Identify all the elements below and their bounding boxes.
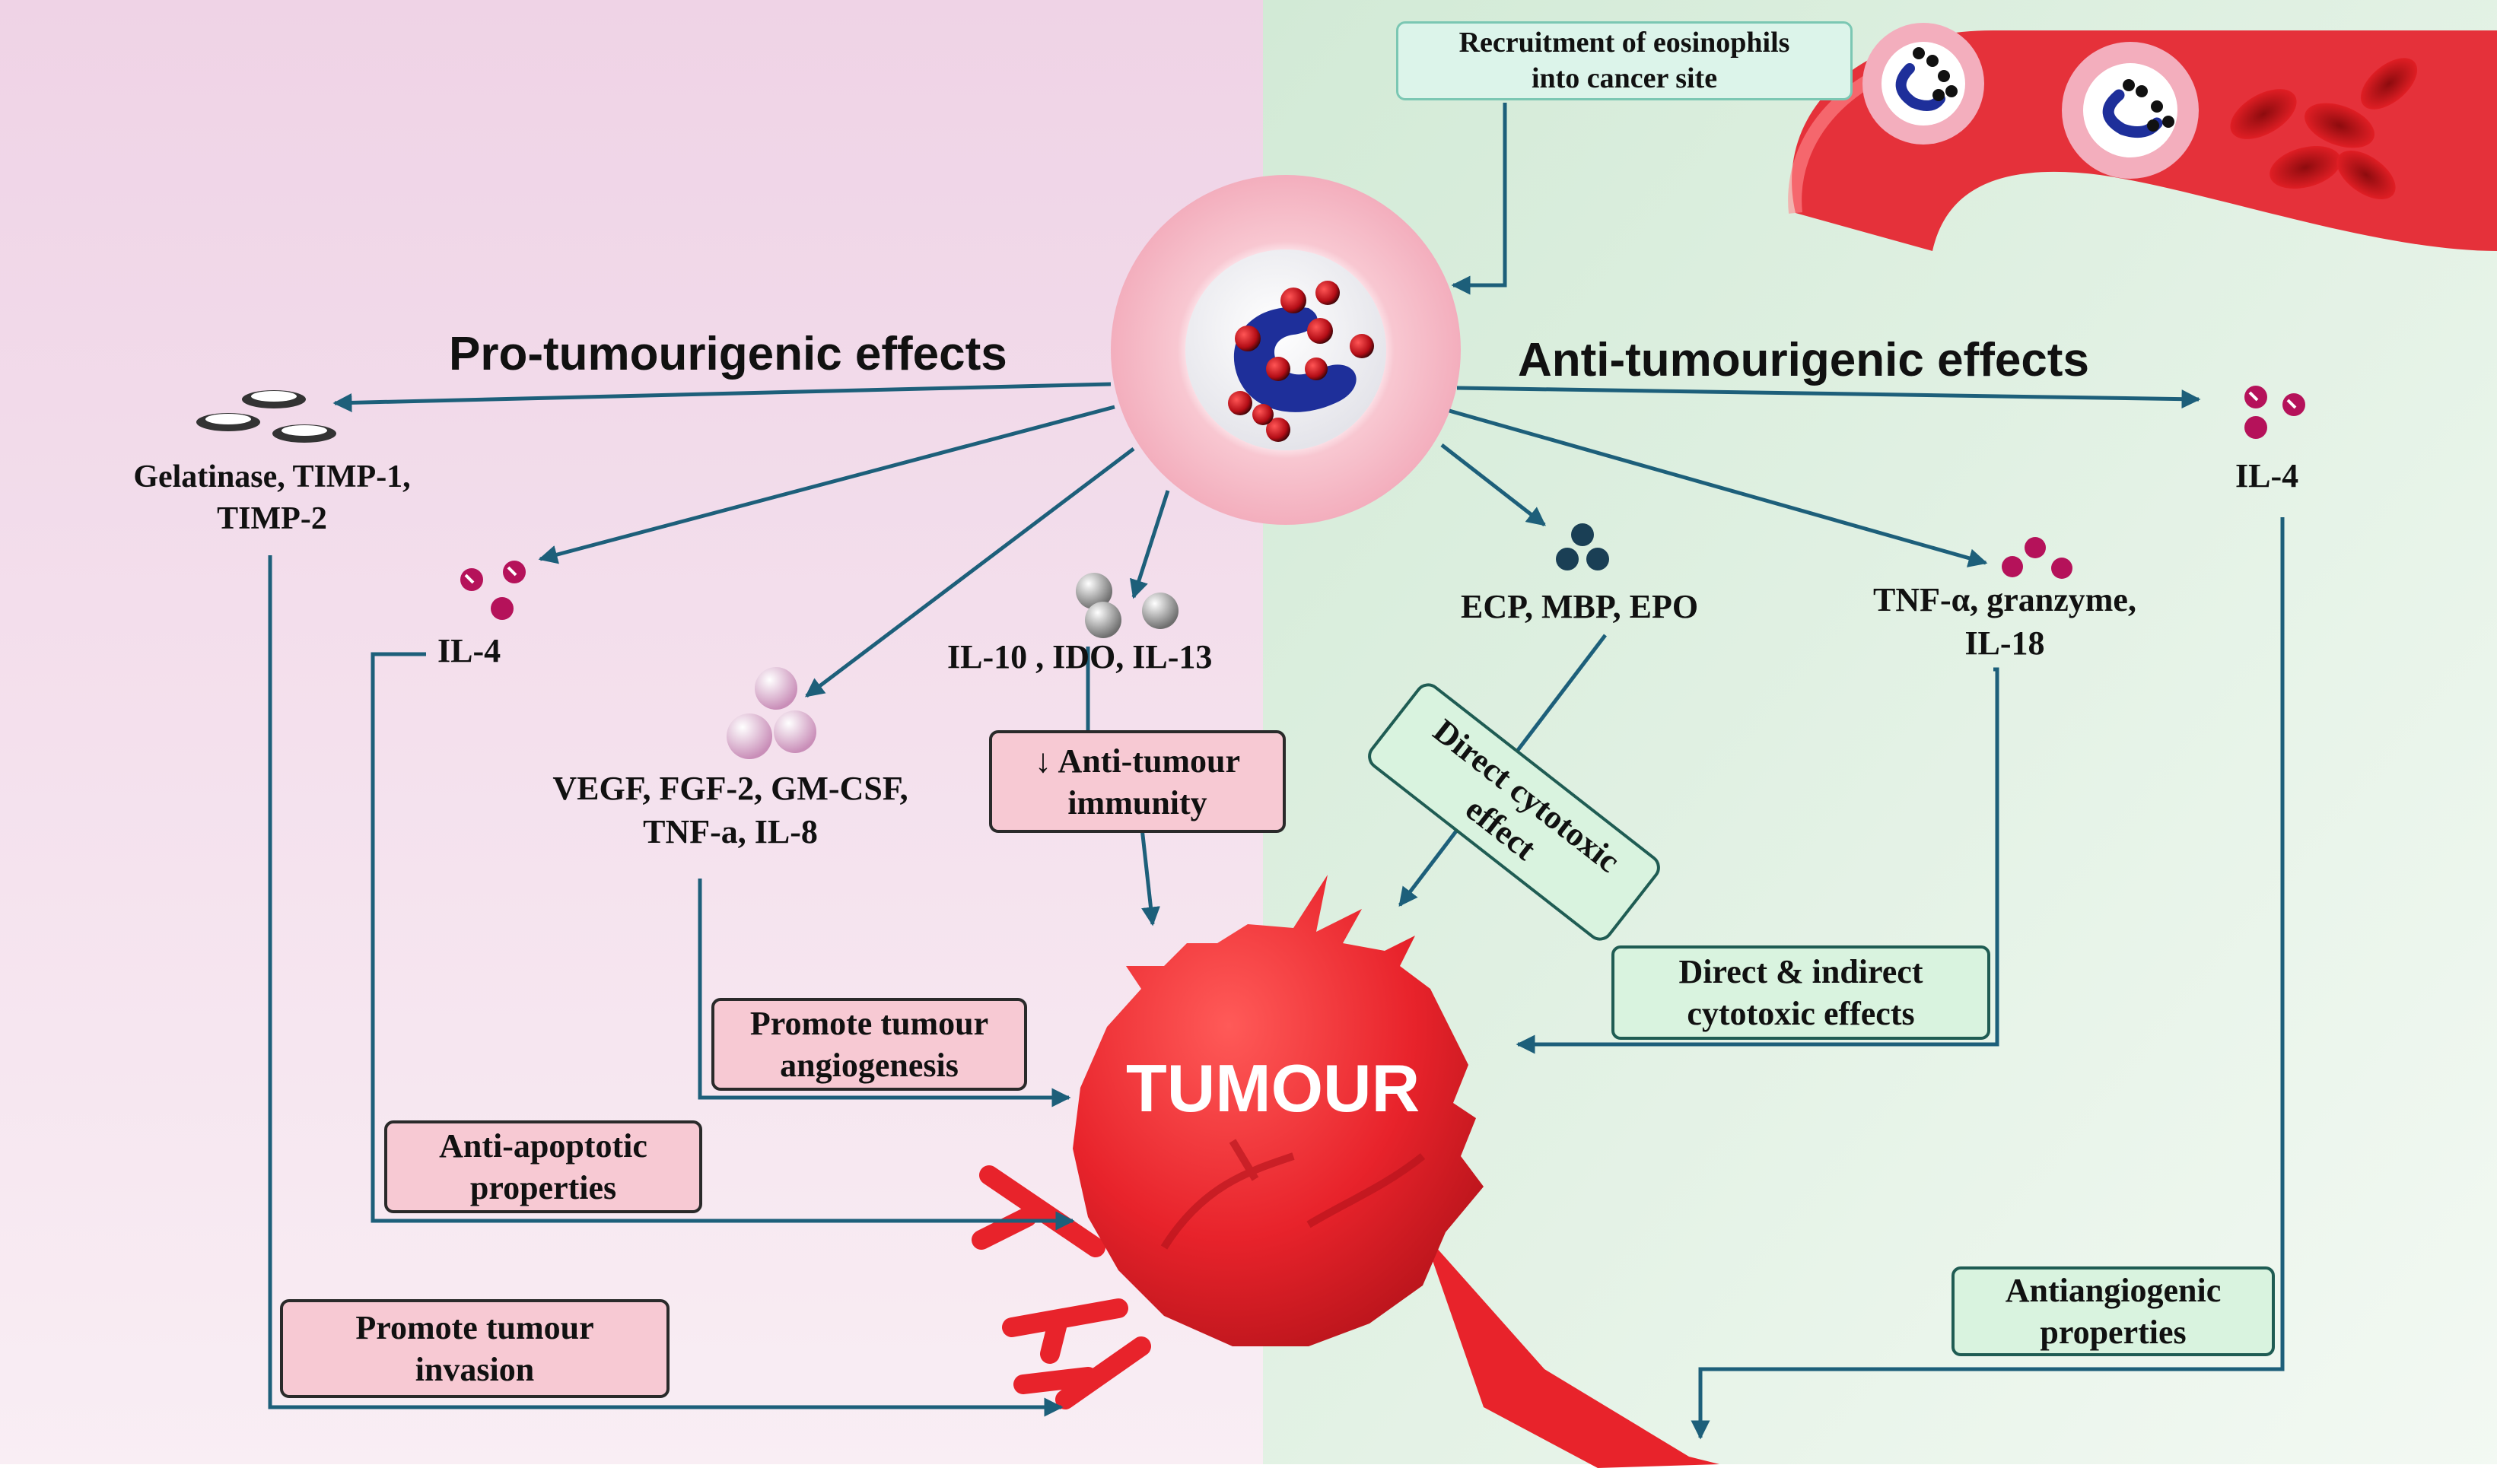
tnf-label: TNF-α, granzyme,IL-18 <box>1873 581 2136 663</box>
ecp-label: ECP, MBP, EPO <box>1461 588 1699 625</box>
gelatinase-icon <box>196 390 336 443</box>
grey-cluster-icon-il10 <box>1076 573 1179 638</box>
il4-right-label: IL-4 <box>2235 457 2299 494</box>
granule-cluster-icon-tnf <box>2002 537 2072 579</box>
il4-left-label: IL-4 <box>437 632 501 669</box>
red-blood-cell-icon <box>2230 58 2418 199</box>
granule-cluster-icon-il4-right <box>2244 386 2305 439</box>
anti-tumourigenic-title: Anti-tumourigenic effects <box>1518 334 2089 386</box>
granule-cluster-icon-ecp <box>1556 523 1609 570</box>
granule-cluster-icon-il4-left <box>460 561 526 620</box>
gelatinase-label: Gelatinase, TIMP-1,TIMP-2 <box>133 459 411 536</box>
pro-tumourigenic-title: Pro-tumourigenic effects <box>449 328 1007 380</box>
vessel-eosinophil-icon <box>1862 23 2199 179</box>
il10-label: IL-10 , IDO, IL-13 <box>947 638 1213 675</box>
tumour-mass-icon <box>972 875 1719 1468</box>
arrows <box>268 103 2285 1440</box>
vegf-label: VEGF, FGF-2, GM-CSF,TNF-a, IL-8 <box>552 770 908 851</box>
eosinophil-cell-icon <box>1111 175 1461 525</box>
pearl-cluster-icon-vegf <box>727 667 816 759</box>
tumour-label: TUMOUR <box>1126 1050 1420 1126</box>
